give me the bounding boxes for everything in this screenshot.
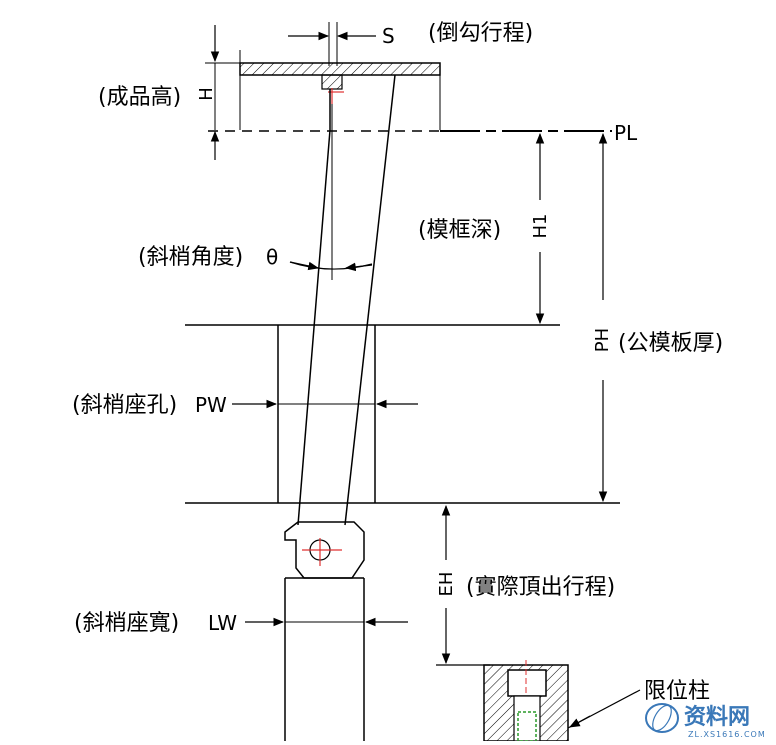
ejection-stroke-label: (實際頂出行程) (466, 575, 615, 600)
ph-symbol: PH (592, 328, 613, 352)
s-symbol: S (382, 24, 395, 48)
cavity-depth-label: (模框深) (418, 218, 501, 243)
lifter-bar (316, 75, 396, 525)
watermark-logo: 资料网 ZL.XS1616.COM (645, 703, 766, 739)
angle-arrow-right (344, 262, 373, 272)
stopper-leader-arrow (569, 715, 591, 728)
pl-label: PL (614, 121, 638, 145)
lifter-left-edge (297, 129, 331, 526)
lifter-head (321, 74, 343, 90)
lifter-hole-label: (斜梢座孔) (72, 393, 177, 418)
lw-symbol: LW (208, 611, 237, 635)
watermark-text: 资料网 (684, 705, 750, 730)
lifter-seat-top (284, 521, 365, 579)
lifter-seat-width-label: (斜梢座寬) (74, 611, 179, 636)
watermark-url: ZL.XS1616.COM (688, 730, 766, 739)
eh-symbol: EH (436, 572, 457, 597)
lifter-angle-label: (斜梢角度) (138, 245, 243, 270)
plate-thickness-label: (公模板厚) (618, 331, 723, 356)
product-plate (239, 62, 441, 76)
stopper-label: 限位柱 (644, 679, 710, 704)
lifter-right-edge (344, 74, 396, 526)
h1-symbol: H1 (530, 214, 551, 239)
angle-arc (289, 261, 373, 270)
pw-symbol: PW (195, 393, 227, 417)
angle-arrow-left (289, 261, 320, 271)
product-height-label: (成品高) (98, 85, 181, 110)
stopper-screw-head (507, 669, 547, 697)
theta-symbol: θ (266, 245, 278, 269)
h-symbol: H (196, 87, 217, 101)
slide-stroke-label: (倒勾行程) (428, 21, 533, 46)
